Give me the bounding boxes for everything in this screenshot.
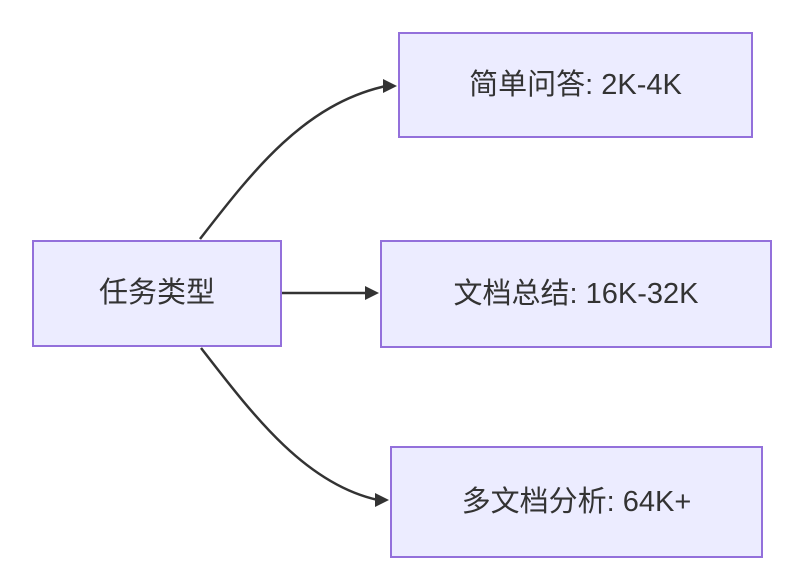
node-multi-doc: 多文档分析: 64K+ [390, 446, 763, 558]
arrowhead-icon [365, 286, 379, 300]
node-task-type: 任务类型 [32, 240, 282, 347]
arrowhead-icon [383, 79, 397, 93]
edge-task-to-simple-qa [199, 84, 387, 240]
node-doc-summary-label: 文档总结: 16K-32K [453, 277, 699, 310]
node-simple-qa: 简单问答: 2K-4K [398, 32, 753, 138]
edge-task-to-multi-doc [200, 347, 379, 502]
node-task-type-label: 任务类型 [98, 277, 215, 310]
node-doc-summary: 文档总结: 16K-32K [380, 240, 772, 348]
node-multi-doc-label: 多文档分析: 64K+ [461, 485, 692, 518]
node-simple-qa-label: 简单问答: 2K-4K [469, 68, 682, 101]
arrowhead-icon [375, 493, 389, 507]
